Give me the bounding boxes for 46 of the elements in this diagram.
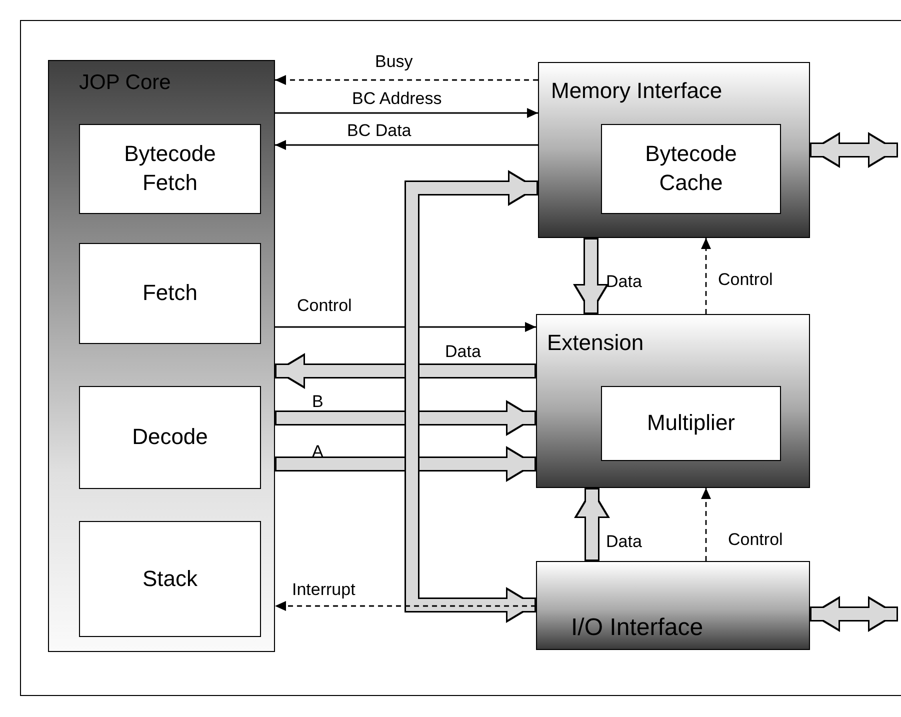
unit-box [79,124,261,214]
unit-box [79,243,261,344]
node-label: Memory Interface [551,77,722,105]
node-label: Decode [132,423,208,452]
module-block [536,561,810,650]
edge-label: Control [728,530,783,550]
bus-arrow [810,132,898,168]
bus-arrow [275,446,536,482]
bus-arrow [574,488,610,561]
edge-label: Data [606,272,642,292]
node-label: I/O Interface [571,612,704,643]
edge-label: Data [445,342,481,362]
unit-box [79,521,261,637]
node-label: Bytecode Fetch [123,140,217,197]
node-label: Multiplier [646,409,736,438]
arrow [275,108,538,118]
arrow [701,488,711,561]
edge-label: Interrupt [292,580,356,600]
bus-arrow [275,400,536,436]
edge-label: Control [297,296,352,316]
node-label: Fetch [142,279,198,308]
unit-box [601,124,781,214]
node-label: Stack [142,564,198,593]
module-block [536,314,810,488]
bus-arrow [573,238,609,314]
unit-box [79,386,261,489]
node-label: Extension [547,329,644,357]
edge-label: Data [606,532,642,552]
arrow [275,140,538,150]
module-block [538,62,810,238]
node-label: Bytecode Cache [644,140,738,197]
edge-label: B [312,392,324,412]
edge-label: BC Address [352,89,442,110]
bus-arrow [404,170,538,623]
arrow [275,322,536,332]
bus-arrow [275,353,536,389]
edge-label: A [312,442,324,462]
edge-label: Busy [375,52,413,72]
bus-arrow [810,596,898,632]
arrow [275,75,538,85]
core-block [48,60,275,652]
edge-label: BC Data [347,121,412,142]
unit-box [601,386,781,461]
node-label: JOP Core [79,70,171,96]
edge-label: Control [718,270,773,290]
arrow [701,238,711,314]
